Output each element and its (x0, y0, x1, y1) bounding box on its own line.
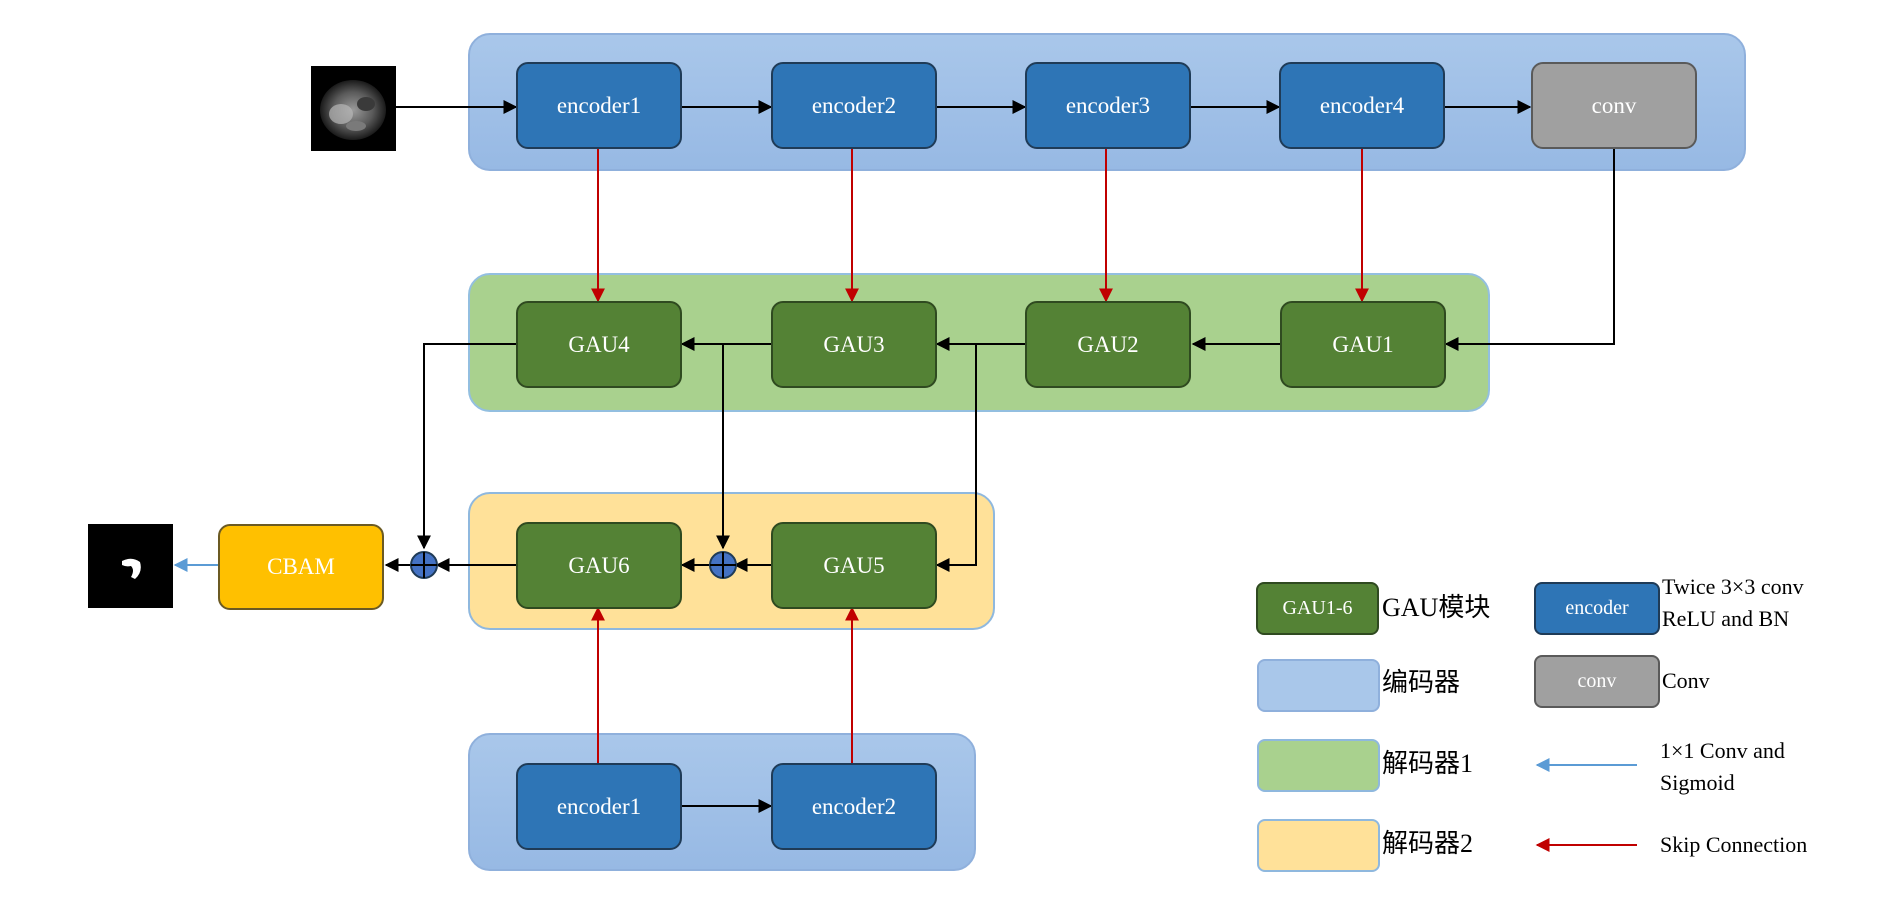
encoder2-block: encoder2 (771, 62, 937, 149)
legend-conv-text: Conv (1662, 668, 1710, 693)
encoder4-block: encoder4 (1279, 62, 1445, 149)
legend-decoder1-swatch (1257, 739, 1380, 792)
lower-encoder2-block: encoder2 (771, 763, 937, 850)
legend-conv-swatch: conv (1534, 655, 1660, 708)
gau4-block: GAU4 (516, 301, 682, 388)
legend-encoder-panel-text: 编码器 (1382, 668, 1461, 697)
legend-decoder2-swatch (1257, 819, 1380, 872)
segmentation-mask-icon (122, 558, 141, 579)
legend-encoder-swatch: encoder (1534, 582, 1660, 635)
legend-sigmoid-text-line2: Sigmoid (1660, 770, 1735, 795)
gau2-block: GAU2 (1025, 301, 1191, 388)
encoder3-block: encoder3 (1025, 62, 1191, 149)
legend-encoder-text-line1: Twice 3×3 conv (1662, 574, 1804, 599)
legend-gau-text: GAU模块 (1382, 593, 1491, 622)
conv-block: conv (1531, 62, 1697, 149)
cbam-block: CBAM (218, 524, 384, 610)
encoder1-block: encoder1 (516, 62, 682, 149)
plus-node-middle (709, 551, 737, 579)
input-mri-image (311, 66, 396, 151)
output-mask-image (88, 524, 173, 608)
legend-decoder2-text: 解码器2 (1382, 829, 1474, 858)
mri-scan-icon (320, 80, 386, 140)
legend-decoder1-text: 解码器1 (1382, 749, 1474, 778)
gau3-block: GAU3 (771, 301, 937, 388)
legend-encoder-text-line2: ReLU and BN (1662, 606, 1790, 631)
gau1-block: GAU1 (1280, 301, 1446, 388)
plus-node-left (410, 551, 438, 579)
legend-encoder-panel-swatch (1257, 659, 1380, 712)
lower-encoder1-block: encoder1 (516, 763, 682, 850)
legend-gau-swatch: GAU1-6 (1256, 582, 1379, 635)
gau6-block: GAU6 (516, 522, 682, 609)
gau5-block: GAU5 (771, 522, 937, 609)
legend-sigmoid-text-line1: 1×1 Conv and (1660, 738, 1785, 763)
legend-skip-text: Skip Connection (1660, 832, 1808, 857)
